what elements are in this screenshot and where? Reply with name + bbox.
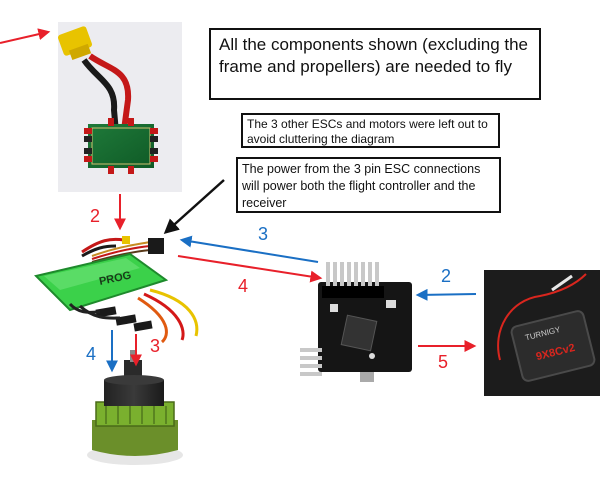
esc-to-motor-blue-label: 4 [86,344,96,364]
rx-to-fc-arrow [415,288,477,301]
power-note-arrow [163,179,225,235]
fc-top-pins [326,262,379,288]
main-note: All the components shown (excluding the … [209,28,541,100]
fc-to-esc-arrow [179,235,319,263]
esc: PROG [34,236,199,344]
fc-to-rx-label: 5 [438,352,448,372]
pdb-board [88,124,154,168]
esc-to-motor-red-label: 3 [150,336,160,356]
power-distribution-board [57,22,182,192]
esc-omitted-note: The 3 other ESCs and motors were left ou… [241,113,500,148]
pdb-black-wire [81,58,119,133]
receiver-case [510,310,596,382]
battery-to-pdb-arrow [0,28,51,44]
brushless-motor [87,350,183,465]
esc-to-fc-label: 4 [238,276,248,296]
receiver-antenna [497,273,587,361]
xt60-connector [57,26,93,61]
rx-to-fc-label: 2 [441,266,451,286]
fc-to-esc-label: 3 [258,224,268,244]
flight-controller [300,262,412,382]
fc-usb-port [360,372,374,382]
motor-base [92,420,178,456]
esc-to-fc-arrow [177,255,323,283]
esc-signal-plug [148,238,164,254]
receiver: TURNIGY 9X8Cv2 [484,270,600,396]
pdb-red-wire [88,53,132,131]
fc-processor [340,314,378,352]
power-note: The power from the 3 pin ESC connections… [236,157,501,213]
pdb-to-esc-label: 2 [90,206,100,226]
fc-side-pins [300,348,322,376]
